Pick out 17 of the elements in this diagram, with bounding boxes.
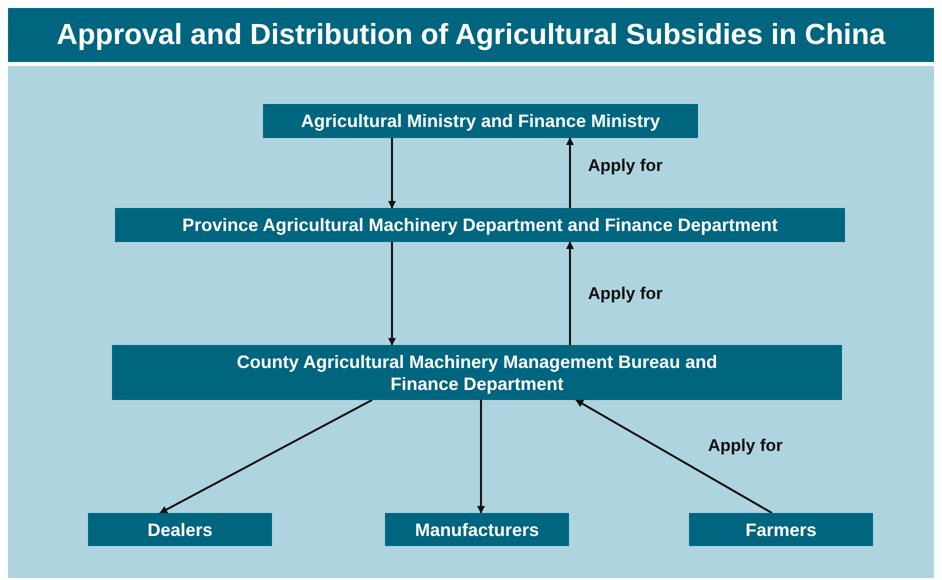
arrow [388, 138, 396, 209]
process-box: County Agricultural Machinery Management Bureau and Finance Department [112, 345, 842, 400]
process-box: Dealers [88, 513, 272, 546]
edge-label: Apply for [586, 284, 665, 304]
process-box: Manufacturers [385, 513, 569, 546]
arrow [388, 242, 396, 346]
edge-label: Apply for [706, 436, 785, 456]
arrow [566, 241, 574, 345]
arrow [575, 399, 772, 514]
edge-label: Apply for [586, 156, 665, 176]
process-box: Farmers [689, 513, 873, 546]
title-bar: Approval and Distribution of Agricultural Subsidies in China [8, 8, 934, 62]
process-box: Province Agricultural Machinery Department and Finance Department [115, 208, 845, 242]
arrow [477, 400, 485, 514]
process-box: Agricultural Ministry and Finance Ministry [263, 104, 698, 138]
arrow [159, 399, 372, 514]
arrow [566, 137, 574, 208]
